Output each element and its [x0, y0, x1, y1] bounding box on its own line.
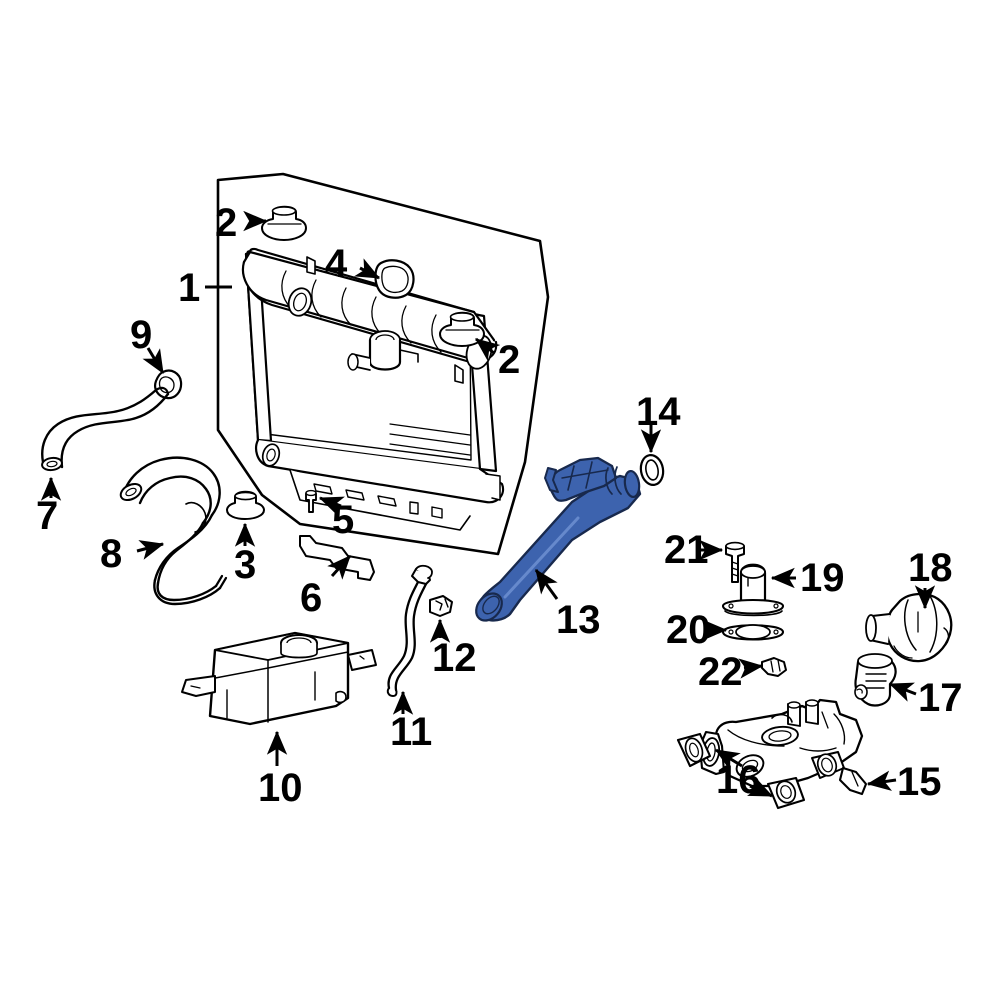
- callout-label-13[interactable]: 13: [556, 598, 601, 642]
- callout-label-2b[interactable]: 2: [498, 338, 521, 382]
- radiator-mount-cushion-right: [439, 311, 485, 347]
- leader-16a: [714, 748, 743, 771]
- callout-label-4[interactable]: 4: [325, 242, 348, 286]
- radiator-upper-tank: [241, 247, 498, 384]
- radiator-drain-plug: [226, 490, 265, 520]
- callout-label-10[interactable]: 10: [258, 766, 303, 810]
- callout-label-12[interactable]: 12: [432, 636, 477, 680]
- callout-label-21[interactable]: 21: [664, 528, 709, 572]
- callout-label-5[interactable]: 5: [332, 498, 355, 542]
- callout-label-6[interactable]: 6: [300, 576, 323, 620]
- thermostat: [854, 653, 897, 707]
- leader-16b: [747, 777, 774, 798]
- callout-label-18[interactable]: 18: [908, 546, 953, 590]
- callout-label-14[interactable]: 14: [636, 390, 681, 434]
- callout-label-11[interactable]: 11: [390, 710, 433, 754]
- radiator-cap: [374, 259, 415, 299]
- leader-15: [866, 770, 897, 791]
- callout-label-22[interactable]: 22: [698, 650, 743, 694]
- inlet-fitting-gasket: [721, 624, 785, 641]
- radiator-bracket-pin: [305, 489, 317, 513]
- leader-13: [534, 569, 559, 600]
- water-pump-inlet-fitting: [721, 563, 785, 617]
- callout-label-19[interactable]: 19: [800, 556, 845, 600]
- callout-label-8[interactable]: 8: [100, 532, 123, 576]
- leader-5: [318, 496, 345, 516]
- callout-label-9[interactable]: 9: [130, 313, 153, 357]
- leader-lines: [40, 210, 936, 798]
- water-inlet-pipe: [475, 456, 642, 622]
- callout-label-1[interactable]: 1: [178, 266, 201, 310]
- radiator-lower-tank: [255, 438, 505, 531]
- radiator-lower-hose: [119, 456, 228, 606]
- leader-2b: [475, 337, 501, 362]
- callout-label-2a[interactable]: 2: [215, 201, 238, 245]
- leader-17: [888, 682, 917, 702]
- radiator-upper-hose: [41, 386, 170, 472]
- radiator-lower-bracket: [299, 535, 375, 581]
- leader-22: [738, 658, 764, 679]
- water-pipe-o-ring: [639, 454, 665, 486]
- callout-label-17[interactable]: 17: [918, 676, 963, 720]
- reservoir-hose: [386, 564, 433, 697]
- thermostat-housing: [865, 592, 953, 663]
- water-outlet-gasket: [676, 732, 806, 810]
- callout-label-20[interactable]: 20: [666, 608, 711, 652]
- callout-label-16[interactable]: 16: [716, 758, 761, 802]
- coolant-bleed-screw: [761, 657, 787, 677]
- leader-6: [327, 554, 352, 580]
- leader-9: [142, 347, 165, 375]
- callout-label-3[interactable]: 3: [234, 543, 257, 587]
- coolant-reservoir-tank: [181, 631, 377, 726]
- callout-label-7[interactable]: 7: [36, 494, 59, 538]
- leader-4: [354, 258, 381, 280]
- leader-8: [136, 540, 165, 560]
- callout-label-15[interactable]: 15: [897, 760, 942, 804]
- hose-clip: [429, 595, 453, 617]
- fitting-mounting-bolt: [725, 541, 745, 583]
